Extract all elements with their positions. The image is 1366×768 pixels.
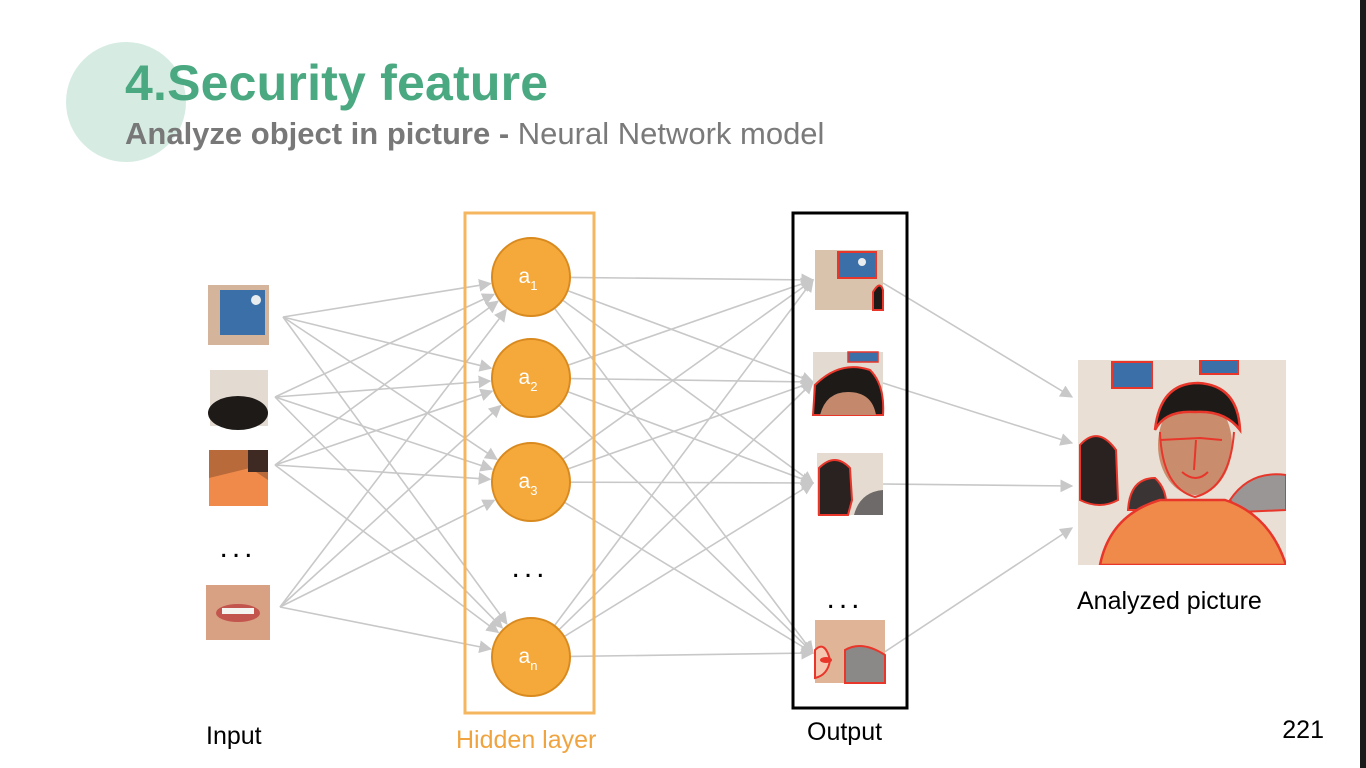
edge-hidden-to-output	[567, 379, 815, 470]
edge-hidden-to-output	[562, 299, 815, 484]
edge-hidden-to-output	[569, 646, 815, 660]
page-number: 221	[1282, 716, 1324, 744]
hidden-node	[491, 442, 571, 522]
slide-title: 4.Security feature	[125, 55, 549, 111]
edge-input-to-hidden	[274, 293, 496, 398]
input-image-shirt	[209, 450, 268, 506]
edge-output-to-analyzed	[882, 282, 1074, 398]
edge-hidden-to-output	[569, 273, 815, 287]
edge-hidden-to-output	[553, 307, 814, 655]
output-image-person	[817, 453, 883, 516]
edge-hidden-to-output	[567, 289, 815, 384]
output-image-badge	[815, 250, 884, 311]
output-image-face	[811, 351, 885, 416]
edge-output-to-analyzed	[882, 479, 1074, 493]
edge-input-to-hidden	[279, 499, 496, 608]
edge-input-to-hidden	[274, 388, 494, 466]
connection-edges	[274, 273, 1074, 660]
input-layer-label: Input	[206, 722, 262, 750]
output-layer-label: Output	[807, 718, 883, 746]
edge-input-to-hidden	[279, 308, 507, 608]
edge-hidden-to-output	[562, 279, 815, 460]
edge-input-to-hidden	[274, 396, 494, 472]
subtitle-rest: Neural Network model	[517, 116, 825, 151]
slide-subtitle: Analyze object in picture - Neural Netwo…	[125, 116, 824, 152]
subtitle-separator: -	[490, 116, 518, 151]
output-layer-box	[791, 211, 909, 710]
edge-input-to-hidden	[274, 375, 492, 398]
edge-output-to-analyzed	[882, 382, 1074, 446]
edge-input-to-hidden	[274, 464, 500, 634]
input-image-badge	[208, 285, 269, 345]
hidden-layer-box	[463, 211, 596, 715]
title-decoration-circle	[66, 42, 186, 162]
output-image-mouth	[814, 620, 886, 684]
edge-hidden-to-output	[563, 501, 815, 654]
input-image-mouth	[206, 585, 270, 640]
subtitle-bold-part: Analyze object in picture	[125, 116, 491, 151]
edge-hidden-to-output	[569, 375, 815, 389]
edge-hidden-to-output	[569, 476, 815, 490]
edge-input-to-hidden	[274, 300, 499, 466]
hidden-node	[491, 338, 571, 418]
hidden-node	[491, 237, 571, 317]
hidden-nodes: a1 a2 a3 an	[491, 237, 571, 697]
edge-output-to-analyzed	[882, 527, 1074, 654]
hidden-ellipsis: ...	[511, 551, 548, 584]
edge-hidden-to-output	[553, 278, 814, 627]
hidden-node	[491, 617, 571, 697]
edge-hidden-to-output	[567, 390, 815, 485]
edge-input-to-hidden	[282, 279, 492, 318]
edge-input-to-hidden	[279, 606, 493, 654]
edge-input-to-hidden	[282, 316, 508, 625]
edge-hidden-to-output	[567, 277, 815, 366]
hidden-node-label: a3	[519, 470, 538, 498]
hidden-layer-label: Hidden layer	[456, 726, 597, 754]
analyzed-picture	[1078, 360, 1286, 565]
hidden-node-label: a1	[519, 265, 538, 293]
output-ellipsis: ...	[826, 582, 863, 615]
edge-hidden-to-output	[558, 404, 814, 654]
edge-input-to-hidden	[282, 316, 493, 372]
scrollbar[interactable]	[1360, 0, 1366, 768]
input-ellipsis: ...	[219, 531, 256, 564]
analyzed-picture-label: Analyzed picture	[1077, 587, 1262, 615]
edge-hidden-to-output	[563, 482, 815, 638]
edge-hidden-to-output	[558, 381, 814, 631]
hidden-node-label: a2	[519, 366, 538, 394]
hidden-node-label: an	[519, 645, 538, 673]
input-image-hair	[208, 370, 268, 430]
